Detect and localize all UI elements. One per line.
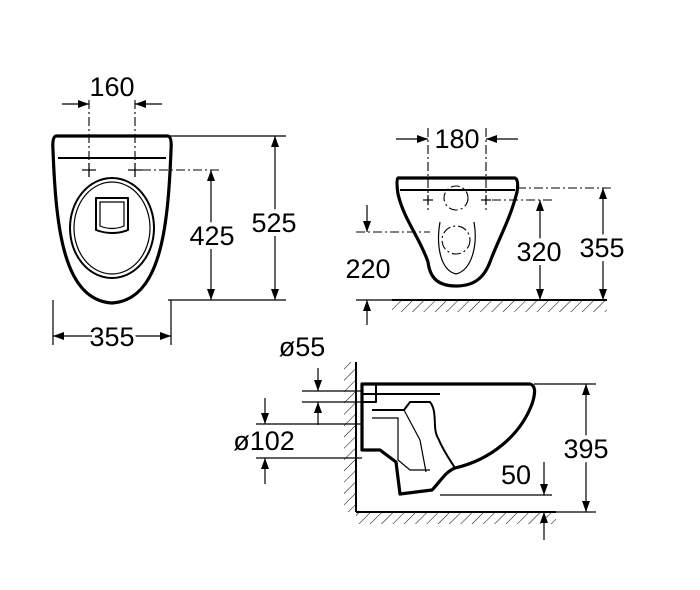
rear-view: 180 220 320 355 [345,124,629,325]
front-hinge [95,197,129,234]
side-wall-hatch [344,362,356,512]
dim-side-large-diameter: ø102 [233,426,295,456]
dim-side-bottom-offset: 50 [501,460,531,490]
side-view: ø55 ø102 50 395 [230,332,613,540]
dim-rear-left-height: 220 [345,254,390,284]
dim-front-top-width: 160 [89,72,134,102]
dim-side-small-diameter: ø55 [279,332,326,362]
front-view: 160 355 425 525 [51,72,301,355]
dim-front-total-height: 525 [251,208,296,238]
dim-front-inner-height: 425 [189,221,234,251]
dim-front-bottom-width: 355 [89,322,134,352]
dim-rear-total-height: 355 [579,233,624,263]
rear-floor-hatch [392,300,607,312]
front-mounting-holes [82,163,142,177]
rear-bowl-outline [395,176,520,288]
dim-rear-top-width: 180 [434,124,479,154]
front-bowl-outline [51,134,173,305]
front-seat-outer [69,177,155,279]
dim-rear-inner-height: 320 [516,237,561,267]
side-bowl-outline [360,382,537,496]
dim-side-total-height: 395 [563,434,608,464]
side-floor-hatch [356,512,556,524]
front-seat-inner [73,181,151,275]
